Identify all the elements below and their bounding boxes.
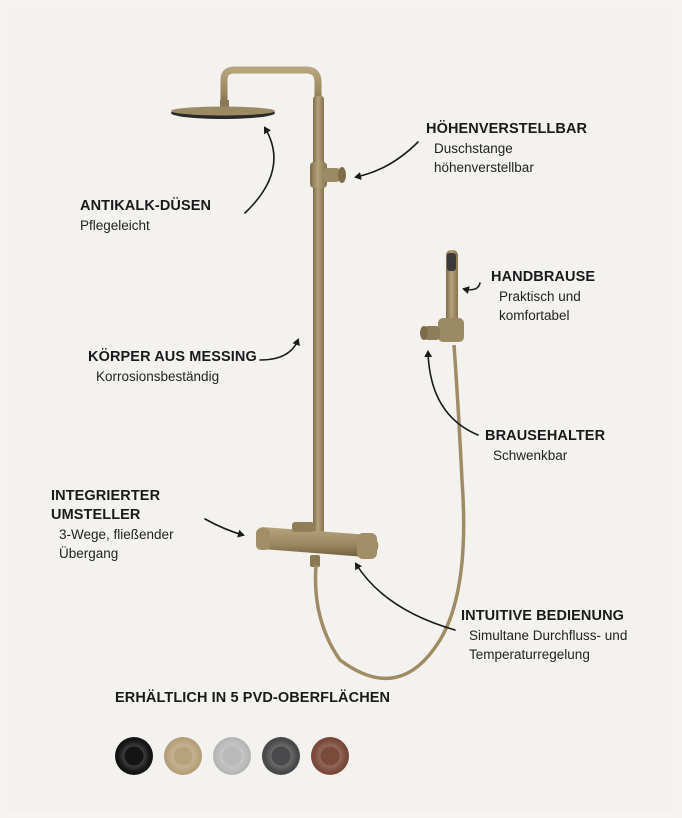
callout-subtitle: komfortabel [499, 308, 570, 323]
finish-swatch-copper[interactable] [311, 737, 349, 775]
callout-title: HÖHENVERSTELLBAR [426, 121, 588, 137]
callout-height-adjustable: HÖHENVERSTELLBAR Duschstange höhenverste… [426, 120, 587, 177]
callout-title: UMSTELLER [51, 507, 141, 523]
callout-subtitle: Duschstange [434, 141, 513, 156]
arrow-controls [354, 562, 456, 631]
thermostat-mixer [255, 522, 379, 567]
arrow-brass-body [259, 338, 300, 361]
arrow-hand-shower [462, 282, 481, 294]
finish-swatch-brushed-brass[interactable] [164, 737, 202, 775]
callout-subtitle: Temperaturregelung [469, 647, 590, 662]
callout-subtitle: Korrosionsbeständig [96, 369, 220, 384]
callout-anti-limescale: ANTIKALK-DÜSEN Pflegeleicht [80, 197, 211, 235]
overhead-shower [171, 66, 322, 119]
callout-controls: INTUITIVE BEDIENUNG Simultane Durchfluss… [461, 607, 627, 664]
arrow-holder [424, 350, 479, 436]
arrow-height-adjustable [354, 141, 419, 180]
background-panel [9, 6, 673, 812]
riser-rail [310, 96, 346, 536]
finish-swatch-black[interactable] [115, 737, 153, 775]
callout-subtitle: höhenverstellbar [434, 160, 534, 175]
hand-shower [420, 250, 464, 342]
callout-subtitle: Schwenkbar [493, 448, 568, 463]
callout-subtitle: Simultane Durchfluss- und [469, 628, 628, 643]
callout-subtitle: Übergang [59, 546, 119, 561]
callout-brass-body: KÖRPER AUS MESSING Korrosionsbeständig [88, 348, 257, 386]
callout-title: ANTIKALK-DÜSEN [80, 198, 212, 214]
callout-hand-shower: HANDBRAUSE Praktisch und komfortabel [491, 268, 595, 325]
shower-hose [313, 344, 466, 681]
arrow-diverter [204, 518, 245, 538]
callout-title: BRAUSEHALTER [485, 428, 606, 444]
arrow-anti-limescale [244, 126, 275, 214]
callout-diverter: INTEGRIERTER UMSTELLER 3-Wege, fließende… [51, 487, 174, 563]
callout-title: KÖRPER AUS MESSING [88, 349, 257, 365]
finish-swatch-brushed-steel[interactable] [213, 737, 251, 775]
callout-subtitle: Praktisch und [499, 289, 581, 304]
callout-subtitle: Pflegeleicht [80, 218, 150, 233]
callout-title: HANDBRAUSE [491, 269, 596, 285]
callout-title: INTUITIVE BEDIENUNG [461, 608, 625, 624]
callout-holder: BRAUSEHALTER Schwenkbar [485, 427, 605, 465]
finish-swatch-gun-metal[interactable] [262, 737, 300, 775]
finishes-title: ERHÄLTLICH IN 5 PVD-OBERFLÄCHEN [115, 690, 391, 706]
callout-subtitle: 3-Wege, fließender [59, 527, 174, 542]
callout-title: INTEGRIERTER [51, 488, 161, 504]
